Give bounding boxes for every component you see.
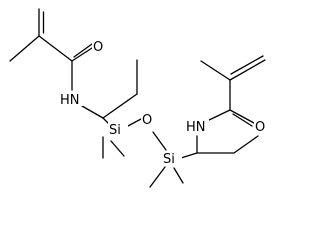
bond-right-methyl	[200, 60, 231, 81]
bond-right-nitrogen-carbonyl	[206, 109, 231, 122]
bond-right-vinyl-outer	[229, 59, 266, 81]
atom-label-oxygen-left: O	[93, 40, 103, 55]
bond-right-carbonyl-inner	[232, 113, 253, 127]
bond-left-nitrogen-methine	[81, 105, 104, 119]
atom-label-oxygen-bridge: O	[142, 113, 152, 128]
right-methacrylamide-group	[196, 55, 266, 154]
bond-right-carbonyl-outer	[229, 109, 255, 124]
left-methacrylamide-group	[9, 8, 138, 128]
bond-lower-si-methyl-down	[173, 167, 184, 184]
bond-right-vinyl-inner	[230, 55, 264, 75]
chemical-structure-diagram: O HN Si O Si HN O	[9, 8, 267, 188]
bond-upper-si-oxygen	[125, 118, 142, 128]
atom-label-oxygen-right: O	[255, 120, 265, 135]
bond-left-methyl	[9, 35, 40, 62]
bond-left-carbonyl-inner	[73, 43, 93, 58]
disiloxane-core	[102, 118, 198, 188]
atom-label-silicon-upper: Si	[109, 123, 121, 138]
bond-lower-si-methine	[180, 152, 198, 159]
bond-left-carbonyl-outer	[71, 47, 93, 62]
atom-labels: O HN Si O Si HN O	[59, 39, 267, 167]
bond-right-ethyl-methyl	[233, 135, 259, 154]
atom-label-nh-right: HN	[186, 120, 206, 135]
bond-oxygen-lower-si	[152, 131, 167, 151]
atom-label-nh-left: HN	[60, 93, 80, 108]
structure-canvas: O HN Si O Si HN O	[9, 8, 267, 188]
bond-lower-si-methyl-left	[149, 166, 166, 188]
bond-upper-si-methyl-down	[110, 140, 125, 157]
bond-left-methine-ethyl	[102, 93, 138, 119]
atom-label-silicon-lower: Si	[163, 152, 175, 167]
bond-left-alkene-carbonyl	[38, 35, 73, 62]
